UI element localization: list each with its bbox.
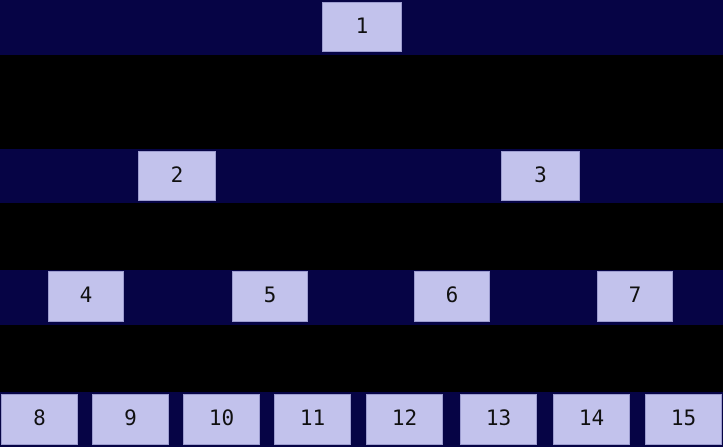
- tree-node-label: 8: [33, 406, 46, 430]
- tree-node-13[interactable]: 13: [460, 394, 537, 445]
- tree-node-label: 10: [208, 406, 235, 430]
- tree-node-14[interactable]: 14: [553, 394, 630, 445]
- tree-node-10[interactable]: 10: [183, 394, 260, 445]
- tree-node-3[interactable]: 3: [501, 151, 580, 201]
- tree-node-11[interactable]: 11: [274, 394, 351, 445]
- tree-node-label: 1: [355, 13, 369, 38]
- tree-node-label: 3: [534, 162, 547, 187]
- tree-node-label: 4: [79, 283, 93, 307]
- tree-node-12[interactable]: 12: [366, 394, 443, 445]
- tree-node-label: 9: [124, 406, 137, 430]
- tree-node-label: 7: [628, 283, 642, 307]
- tree-node-9[interactable]: 9: [92, 394, 169, 445]
- tree-node-label: 5: [263, 283, 277, 307]
- tree-node-7[interactable]: 7: [597, 271, 673, 322]
- tree-node-label: 13: [485, 406, 512, 430]
- tree-node-15[interactable]: 15: [645, 394, 722, 445]
- tree-node-label: 11: [299, 406, 326, 430]
- tree-node-label: 12: [391, 406, 418, 430]
- tree-node-2[interactable]: 2: [138, 151, 216, 201]
- tree-node-label: 2: [170, 162, 184, 187]
- tree-node-label: 15: [670, 406, 697, 430]
- tree-node-4[interactable]: 4: [48, 271, 124, 322]
- tree-node-1[interactable]: 1: [322, 2, 402, 52]
- tree-node-6[interactable]: 6: [414, 271, 490, 322]
- tree-node-label: 6: [445, 283, 459, 307]
- level-2-band: [0, 149, 723, 203]
- tree-node-label: 14: [578, 406, 605, 430]
- tree-node-8[interactable]: 8: [1, 394, 78, 445]
- tree-node-5[interactable]: 5: [232, 271, 308, 322]
